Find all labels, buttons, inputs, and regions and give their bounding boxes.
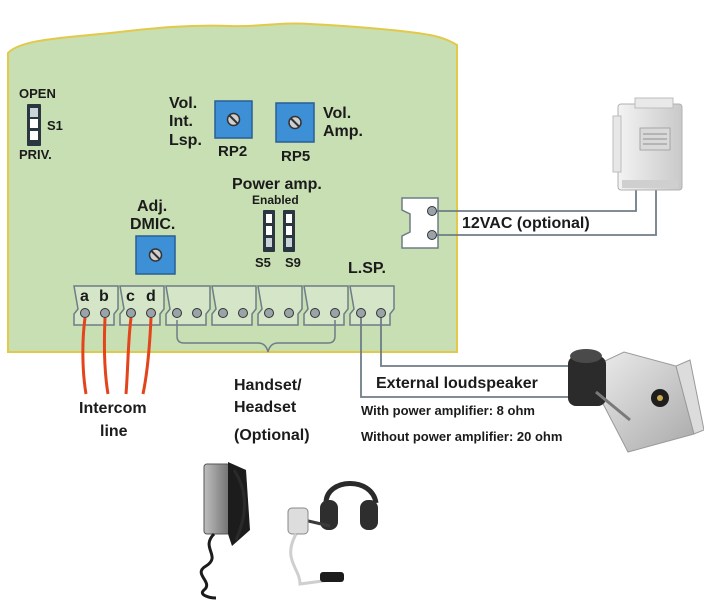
s5-label: S5: [255, 255, 271, 270]
s1-name-label: S1: [47, 118, 63, 133]
intercom-label-1: Intercom: [79, 400, 147, 417]
with-amp-label: With power amplifier: 8 ohm: [361, 403, 535, 418]
terminal-block-handset-2: [211, 285, 257, 326]
vol-amp-label-2: Amp.: [323, 123, 363, 140]
terminal-block-ab: [73, 285, 119, 326]
terminal-block-cd: [119, 285, 165, 326]
loudspeaker-wires: [360, 318, 594, 398]
handset-label-3: (Optional): [234, 427, 310, 444]
12vac-wires: [437, 190, 657, 236]
terminal-d-label: d: [146, 288, 156, 305]
handset-bracket: [176, 320, 336, 353]
rp5-label: RP5: [281, 148, 311, 165]
handset-label-2: Headset: [234, 399, 297, 416]
terminal-a-label: a: [80, 288, 89, 305]
rp5-potentiometer[interactable]: [275, 102, 315, 143]
enabled-label: Enabled: [252, 193, 299, 207]
horn-loudspeaker-icon: [568, 349, 704, 453]
rp2-potentiometer[interactable]: [214, 100, 253, 139]
intercom-wires: [81, 317, 153, 395]
lsp-label: L.SP.: [348, 260, 386, 277]
terminal-block-lsp: [349, 285, 395, 326]
rp2-label: RP2: [218, 143, 248, 160]
terminal-c-label: c: [126, 288, 135, 305]
terminal-block-handset-3: [257, 285, 303, 326]
vol-amp-label-1: Vol.: [323, 105, 352, 122]
dmic-potentiometer[interactable]: [135, 235, 176, 275]
power-amp-label: Power amp.: [232, 176, 322, 193]
vol-int-label-2: Int.: [169, 113, 193, 130]
terminal-block-12vac: [401, 197, 439, 249]
s1-jumper[interactable]: [27, 104, 41, 146]
s9-label: S9: [285, 255, 301, 270]
adj-label-1: Adj.: [137, 198, 168, 215]
s1-open-label: OPEN: [19, 86, 56, 101]
s5-jumper[interactable]: [263, 210, 275, 252]
vac-label: 12VAC (optional): [462, 215, 590, 232]
external-loudspeaker-label: External loudspeaker: [376, 375, 538, 392]
adj-label-2: DMIC.: [130, 216, 176, 233]
s1-priv-label: PRIV.: [19, 147, 52, 162]
circuit-board: [7, 22, 458, 353]
power-supply-transformer-icon: [612, 97, 683, 191]
headset-icon: [287, 481, 379, 586]
terminal-b-label: b: [99, 288, 109, 305]
without-amp-label: Without power amplifier: 20 ohm: [361, 429, 563, 444]
intercom-label-2: line: [100, 423, 128, 440]
handset-icon: [199, 462, 250, 600]
terminal-block-handset-1: [165, 285, 211, 326]
s9-jumper[interactable]: [283, 210, 295, 252]
vol-int-label-3: Lsp.: [169, 132, 202, 149]
vol-int-label-1: Vol.: [169, 95, 198, 112]
handset-label-1: Handset/: [234, 377, 302, 394]
terminal-block-handset-4: [303, 285, 349, 326]
